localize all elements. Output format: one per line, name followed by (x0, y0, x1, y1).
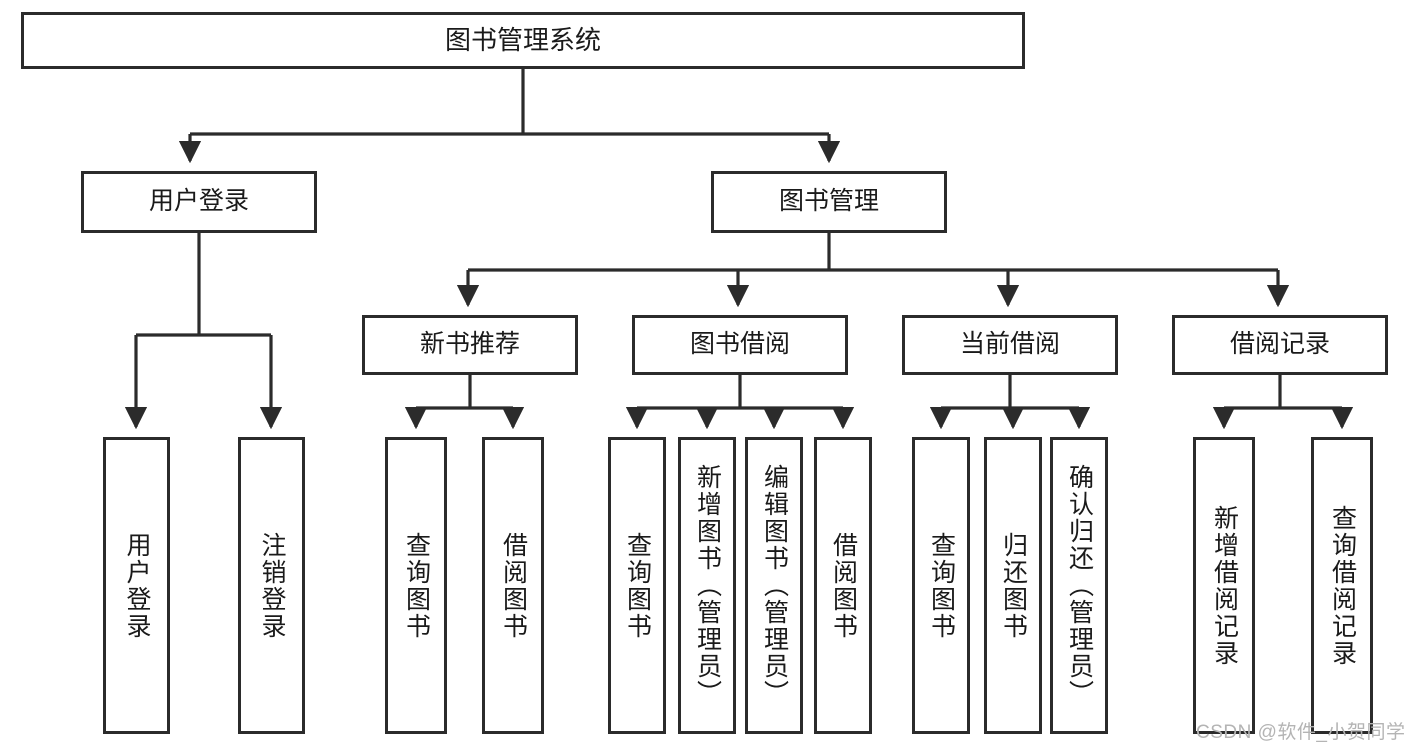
node-label: 编辑图书（管理员） (760, 464, 789, 707)
leaf-borrow-book[interactable]: 借阅图书 (814, 437, 872, 734)
leaf-query-book-recommend[interactable]: 查询图书 (385, 437, 447, 734)
node-book-borrow[interactable]: 图书借阅 (632, 315, 848, 375)
node-label: 注销登录 (258, 531, 286, 640)
node-label: 借阅记录 (1229, 330, 1330, 359)
node-label: 图书管理系统 (444, 25, 601, 56)
leaf-return-book[interactable]: 归还图书 (984, 437, 1042, 734)
node-current-borrow[interactable]: 当前借阅 (902, 315, 1118, 375)
node-label: 新增借阅记录 (1210, 504, 1239, 667)
leaf-query-book-current[interactable]: 查询图书 (912, 437, 970, 734)
node-label: 查询图书 (402, 531, 431, 640)
node-label: 图书借阅 (689, 330, 790, 359)
node-label: 用户登录 (123, 531, 151, 640)
leaf-logout[interactable]: 注销登录 (238, 437, 305, 734)
leaf-confirm-return-admin[interactable]: 确认归还（管理员） (1050, 437, 1108, 734)
node-label: 图书管理 (778, 187, 879, 216)
node-label: 当前借阅 (959, 330, 1060, 359)
node-label: 归还图书 (999, 531, 1028, 640)
node-label: 借阅图书 (499, 531, 528, 640)
node-new-book-recommend[interactable]: 新书推荐 (362, 315, 578, 375)
node-label: 借阅图书 (829, 531, 858, 640)
node-book-management[interactable]: 图书管理 (711, 171, 947, 233)
node-label: 确认归还（管理员） (1065, 464, 1094, 707)
node-borrow-record[interactable]: 借阅记录 (1172, 315, 1388, 375)
node-label: 查询图书 (927, 531, 956, 640)
leaf-borrow-book-recommend[interactable]: 借阅图书 (482, 437, 544, 734)
node-label: 新书推荐 (419, 330, 520, 359)
leaf-add-borrow-record[interactable]: 新增借阅记录 (1193, 437, 1255, 734)
node-label: 新增图书（管理员） (693, 464, 722, 707)
leaf-add-book-admin[interactable]: 新增图书（管理员） (678, 437, 736, 734)
node-label: 用户登录 (148, 187, 249, 216)
leaf-query-book-borrow[interactable]: 查询图书 (608, 437, 666, 734)
node-label: 查询图书 (623, 531, 652, 640)
leaf-edit-book-admin[interactable]: 编辑图书（管理员） (745, 437, 803, 734)
node-system-root[interactable]: 图书管理系统 (21, 12, 1025, 69)
leaf-query-borrow-record[interactable]: 查询借阅记录 (1311, 437, 1373, 734)
csdn-watermark: CSDN @软件_小贺同学 (1196, 722, 1405, 743)
node-label: 查询借阅记录 (1328, 504, 1357, 667)
leaf-user-login[interactable]: 用户登录 (103, 437, 170, 734)
node-user-login[interactable]: 用户登录 (81, 171, 317, 233)
